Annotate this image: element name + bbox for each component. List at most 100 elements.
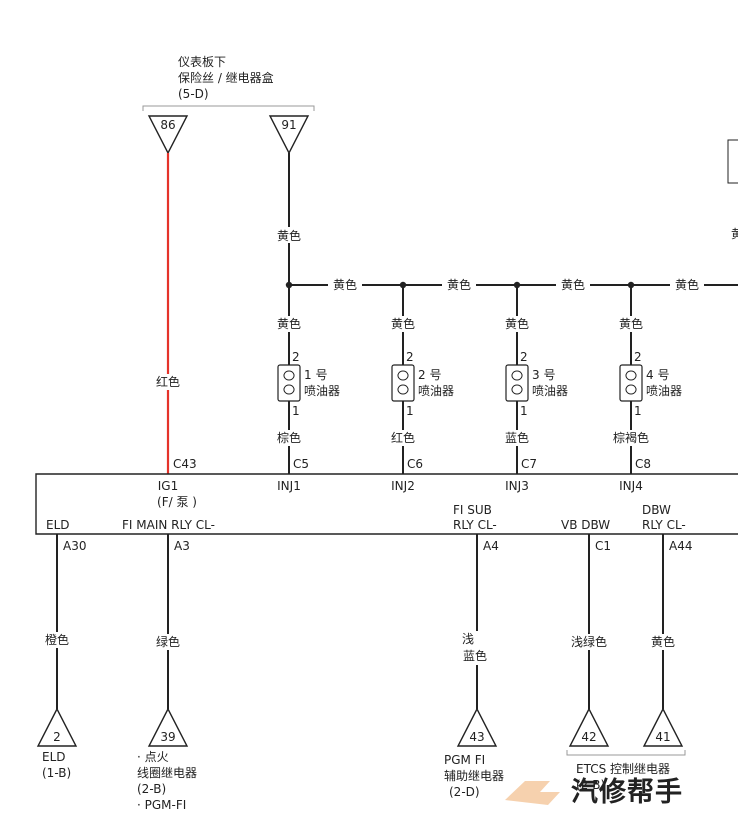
terminal-39-triangle	[147, 707, 189, 747]
injector-2-top-color: 黄色	[391, 317, 415, 331]
label-bg	[566, 634, 612, 650]
ecm-pin-a4: A4	[483, 539, 499, 553]
label-bg	[646, 634, 680, 650]
etcs-label-1: ETCS 控制继电器	[576, 762, 670, 776]
injector-3-connector: C7	[521, 457, 537, 471]
injector-1-ecm-pin: INJ1	[277, 479, 301, 493]
injector-3-body	[505, 364, 529, 402]
injector-1-pin-top: 2	[292, 350, 300, 364]
fuse-box-brace	[142, 105, 315, 111]
label-bg	[670, 277, 704, 293]
label-bg	[458, 631, 496, 665]
etcs-brace	[566, 750, 686, 756]
etcs-label-2: (2-B)	[576, 778, 605, 792]
terminal-41-triangle	[642, 707, 684, 747]
injector-1-body	[277, 364, 301, 402]
label-bg	[270, 430, 308, 446]
injector-3-pin-bottom: 1	[520, 404, 528, 418]
injector-2-pin-bottom: 1	[406, 404, 414, 418]
dest-fi-sub-1: PGM FI	[444, 753, 485, 767]
injector-1-number: 1 号	[304, 368, 327, 382]
label-bg	[498, 430, 536, 446]
injector-4-name: 喷油器	[646, 384, 682, 398]
label-bg	[500, 316, 534, 332]
dest-eld-2: (1-B)	[42, 766, 71, 780]
injector-3-bottom-color: 蓝色	[505, 431, 529, 445]
injector-4-bottom-color: 棕褐色	[613, 430, 649, 445]
dest-fi-main-4: · PGM-FI	[137, 798, 186, 812]
injector-2-name: 喷油器	[418, 384, 454, 398]
ig1-connector: C43	[173, 457, 197, 471]
injector-coil-icon	[397, 370, 409, 395]
wire-color-orange: 橙色	[45, 632, 69, 647]
wire-color-yellow-dbw: 黄色	[651, 635, 675, 649]
terminal-39-label: 39	[160, 730, 175, 744]
terminal-41-label: 41	[655, 730, 670, 744]
bus-color-4: 黄色	[675, 278, 699, 292]
terminal-91-label: 91	[281, 118, 296, 132]
injector-2-connector: C6	[407, 457, 423, 471]
wire-color-green: 绿色	[156, 634, 180, 649]
ecm-pin-a30: A30	[63, 539, 86, 553]
fuse-box-label-3: (5-D)	[178, 87, 209, 101]
injector-4-ecm-pin: INJ4	[619, 479, 643, 493]
injector-3-name: 喷油器	[532, 384, 568, 398]
ig1-sub-label: (F/ 泵 )	[157, 495, 197, 509]
label-bg	[384, 430, 422, 446]
fuse-box-label-1: 仪表板下	[178, 55, 226, 69]
injector-1-connector: C5	[293, 457, 309, 471]
injector-2-bottom-color: 红色	[391, 430, 415, 445]
label-bg	[272, 316, 306, 332]
injector-2-body	[391, 364, 415, 402]
terminal-43-label: 43	[469, 730, 484, 744]
watermark-text: 汽修帮手	[571, 777, 683, 808]
bus-color-1: 黄色	[333, 278, 357, 292]
ecm-box	[35, 473, 738, 535]
label-bg	[151, 634, 185, 650]
label-bg	[442, 277, 476, 293]
fuse-box-label-2: 保险丝 / 继电器盒	[178, 70, 274, 85]
injector-coil-icon	[625, 370, 637, 395]
ecm-pin-fi-main-label: FI MAIN RLY CL-	[122, 518, 215, 532]
ecm-pin-a3: A3	[174, 539, 190, 553]
injector-2-pin-top: 2	[406, 350, 414, 364]
watermark-logo: 汽修帮手	[505, 777, 683, 808]
injector-4-pin-top: 2	[634, 350, 642, 364]
label-bg	[272, 227, 306, 243]
ecm-pin-vb-dbw-label: VB DBW	[561, 518, 610, 532]
injector-1-name: 喷油器	[304, 384, 340, 398]
watermark-car-icon	[505, 781, 560, 805]
right-component-box	[727, 139, 738, 184]
injector-1-pin-bottom: 1	[292, 404, 300, 418]
ecm-pin-dbw-label-1: DBW	[642, 503, 671, 517]
terminal-91-triangle	[268, 115, 310, 155]
label-bg	[386, 316, 420, 332]
dest-fi-sub-3: (2-D)	[449, 785, 480, 799]
terminal-42-triangle	[568, 707, 610, 747]
right-cut-color: 黄	[731, 227, 738, 241]
label-bg	[40, 632, 74, 648]
wire-color-yellow-top: 黄色	[277, 229, 301, 243]
dest-eld-1: ELD	[42, 750, 66, 764]
terminal-86-label: 86	[160, 118, 175, 132]
label-bg	[328, 277, 362, 293]
dest-fi-main-3: (2-B)	[137, 782, 166, 796]
ecm-pin-a44: A44	[669, 539, 692, 553]
injector-4-top-color: 黄色	[619, 317, 643, 331]
terminal-2-label: 2	[53, 730, 61, 744]
dest-fi-sub-2: 辅助继电器	[444, 769, 504, 783]
terminal-86-triangle	[147, 115, 189, 155]
ig1-label: IG1	[158, 479, 178, 493]
injector-4-body	[619, 364, 643, 402]
injector-3-ecm-pin: INJ3	[505, 479, 529, 493]
ecm-pin-eld-label: ELD	[46, 518, 70, 532]
wire-color-light-blue-1: 浅	[462, 632, 474, 646]
ecm-pin-fi-sub-label-1: FI SUB	[453, 503, 492, 517]
label-bg	[614, 316, 648, 332]
bus-color-3: 黄色	[561, 278, 585, 292]
ecm-pin-fi-sub-label-2: RLY CL-	[453, 518, 497, 532]
label-bg	[608, 430, 654, 446]
injector-3-pin-top: 2	[520, 350, 528, 364]
injector-4-connector: C8	[635, 457, 651, 471]
